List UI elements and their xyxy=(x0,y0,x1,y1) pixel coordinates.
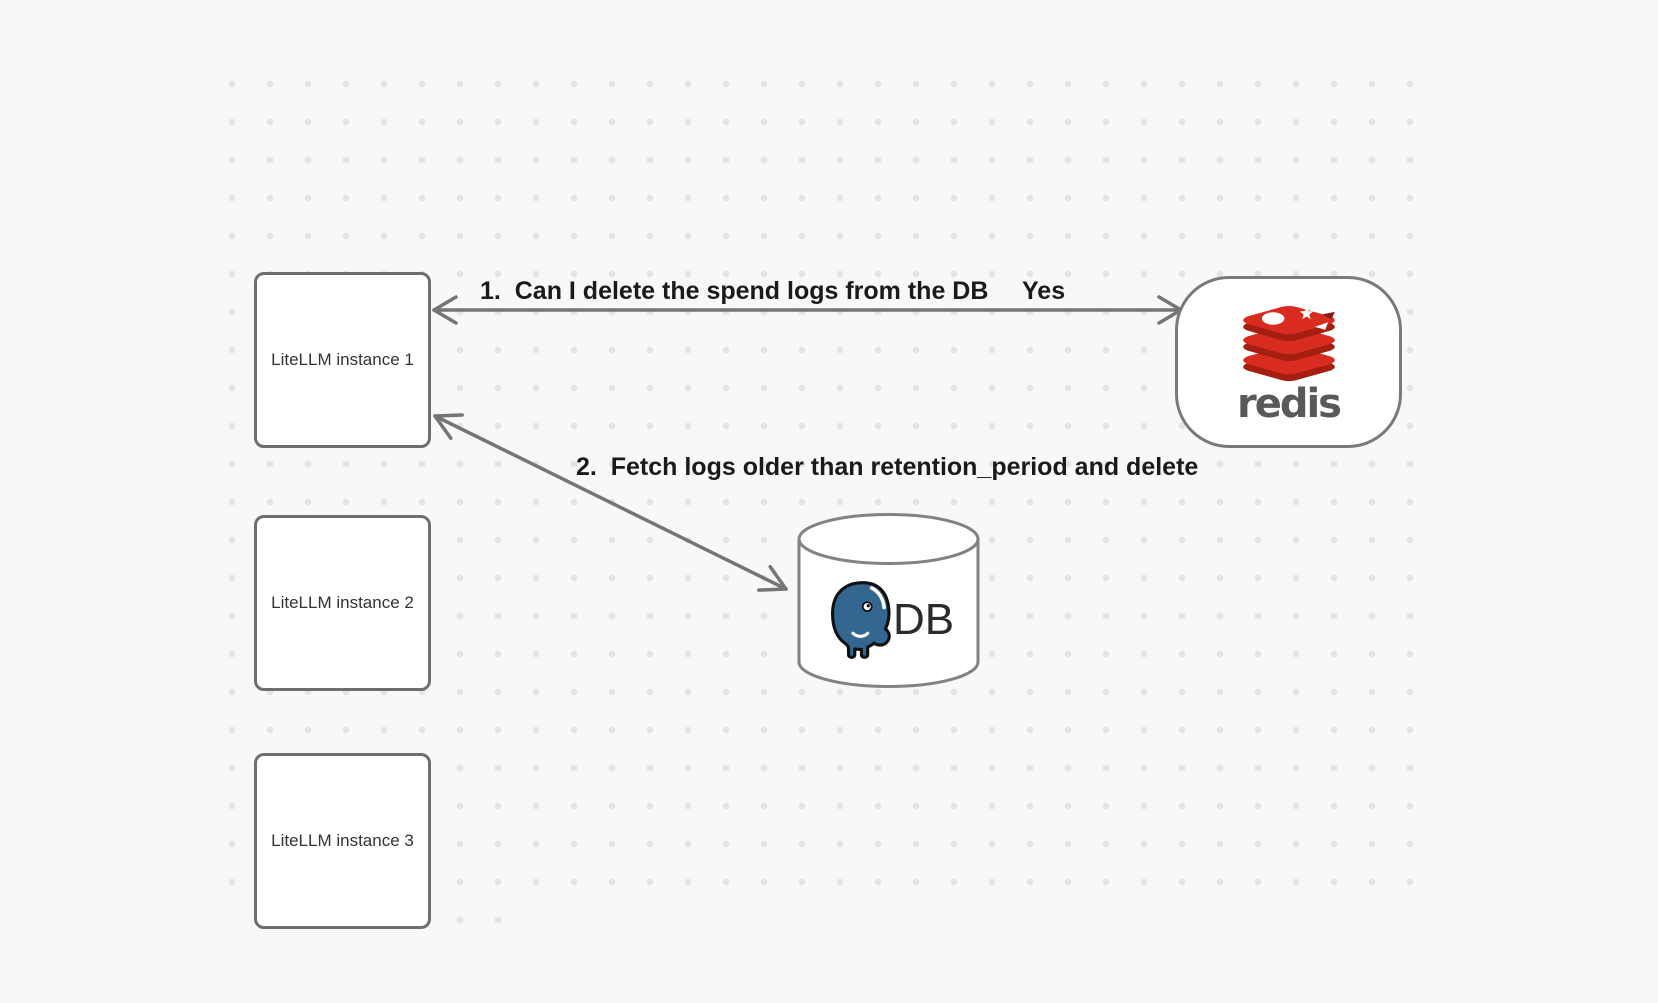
edge-1-label: 1. Can I delete the spend logs from the … xyxy=(480,277,989,305)
postgresql-elephant-icon xyxy=(830,581,891,659)
redis-logo-icon xyxy=(1242,306,1335,381)
litellm-instance-1-node: LiteLLM instance 1 xyxy=(254,272,431,448)
litellm-instance-1-label: LiteLLM instance 1 xyxy=(271,350,414,369)
db-node-content: DB xyxy=(796,570,981,670)
edge-2-label: 2. Fetch logs older than retention_perio… xyxy=(576,453,1199,481)
db-label: DB xyxy=(892,595,955,644)
litellm-instance-3-label: LiteLLM instance 3 xyxy=(271,831,414,850)
litellm-instance-3-node: LiteLLM instance 3 xyxy=(254,753,431,929)
dot-grid-background-patch xyxy=(441,901,517,939)
redis-node: redis xyxy=(1175,276,1402,448)
litellm-instance-2-label: LiteLLM instance 2 xyxy=(271,593,414,612)
litellm-instance-2-node: LiteLLM instance 2 xyxy=(254,515,431,691)
redis-wordmark: redis xyxy=(1236,381,1342,427)
edge-1-response-label: Yes xyxy=(1022,277,1066,305)
